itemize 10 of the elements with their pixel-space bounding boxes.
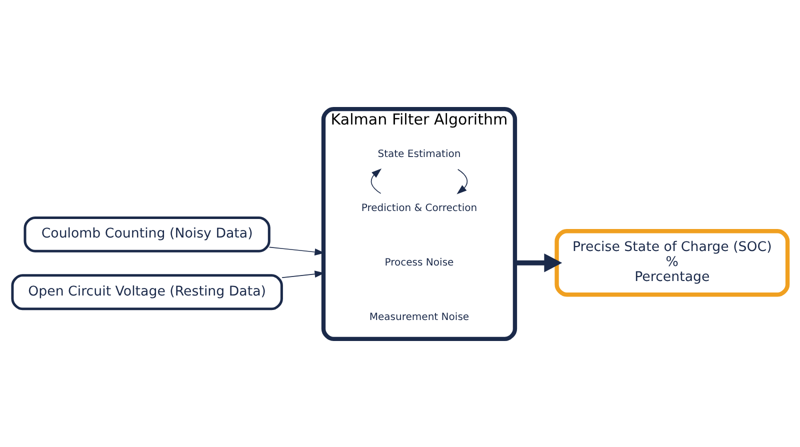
node-text: Prediction & Correction — [361, 202, 478, 214]
node-text: Process Noise — [384, 256, 454, 268]
node-text: State Estimation — [378, 148, 461, 160]
arrow — [514, 252, 562, 272]
node-text: Measurement Noise — [369, 311, 470, 322]
node-box: Open Circuit Voltage (Resting Data) — [11, 274, 283, 310]
arrow — [456, 168, 468, 194]
node-box: Coulomb Counting (Noisy Data) — [24, 216, 270, 252]
node-box: Precise State of Charge (SOC) % Percentage — [554, 228, 790, 296]
arrow — [370, 168, 382, 194]
